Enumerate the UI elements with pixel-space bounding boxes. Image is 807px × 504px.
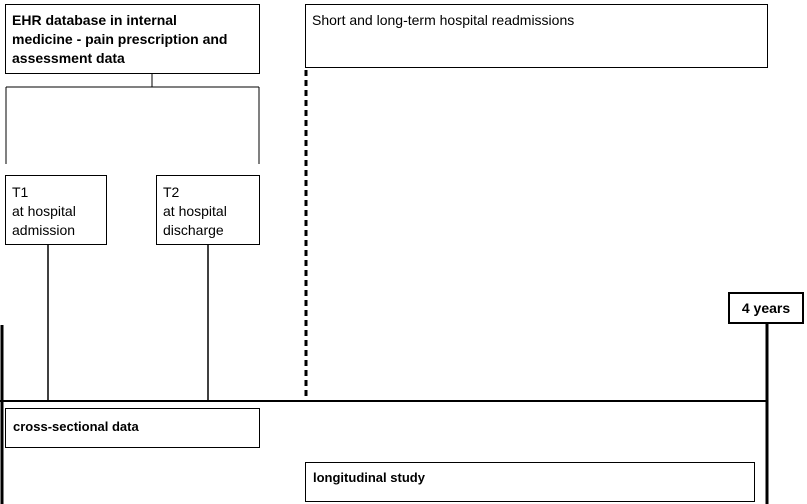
ehr-database-label: EHR database in internal medicine - pain… bbox=[12, 12, 228, 66]
four-years-label: 4 years bbox=[741, 300, 791, 316]
readmissions-label: Short and long-term hospital readmission… bbox=[312, 12, 575, 28]
ehr-database-box: EHR database in internal medicine - pain… bbox=[5, 4, 260, 74]
t2-box: T2 at hospital discharge bbox=[156, 175, 260, 245]
t1-label: T1 at hospital admission bbox=[12, 184, 76, 238]
readmissions-box: Short and long-term hospital readmission… bbox=[305, 4, 768, 68]
longitudinal-label: longitudinal study bbox=[313, 470, 425, 485]
longitudinal-box: longitudinal study bbox=[305, 462, 755, 502]
cross-sectional-label: cross-sectional data bbox=[13, 419, 139, 434]
cross-sectional-box: cross-sectional data bbox=[5, 408, 260, 448]
t1-box: T1 at hospital admission bbox=[5, 175, 107, 245]
t2-label: T2 at hospital discharge bbox=[163, 184, 227, 238]
four-years-box: 4 years bbox=[728, 292, 804, 324]
